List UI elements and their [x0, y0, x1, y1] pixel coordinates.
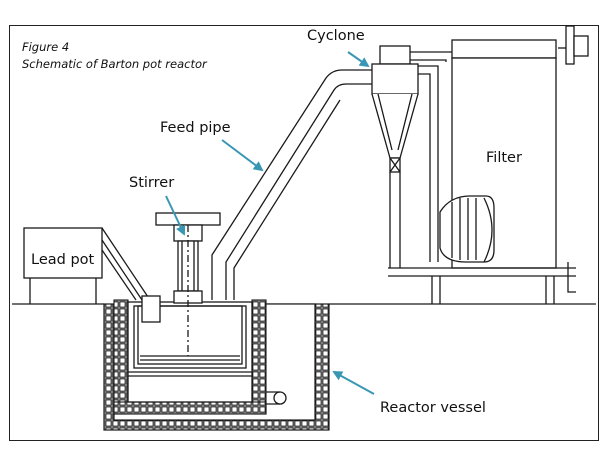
feed-pipe-arrow: [221, 139, 264, 172]
cyclone: [371, 45, 452, 268]
label-lead-pot: Lead pot: [31, 252, 95, 268]
label-stirrer: Stirrer: [129, 175, 175, 191]
lead-pot: [23, 227, 161, 323]
reactor-vessel-arrow: [332, 371, 375, 395]
feed-pipe: [211, 69, 372, 300]
filter: [388, 25, 589, 304]
callout-arrows: [165, 51, 375, 395]
label-cyclone: Cyclone: [307, 28, 365, 44]
label-filter: Filter: [486, 150, 522, 166]
figure-caption: Schematic of Barton pot reactor: [22, 57, 207, 71]
figure-frame: [9, 25, 599, 441]
label-reactor-vessel: Reactor vessel: [380, 400, 486, 416]
cyclone-arrow: [347, 51, 370, 68]
reactor-vessel: [103, 299, 330, 431]
figure-number: Figure 4: [22, 40, 70, 54]
stirrer-arrow: [165, 195, 186, 236]
label-feed-pipe: Feed pipe: [160, 120, 231, 136]
